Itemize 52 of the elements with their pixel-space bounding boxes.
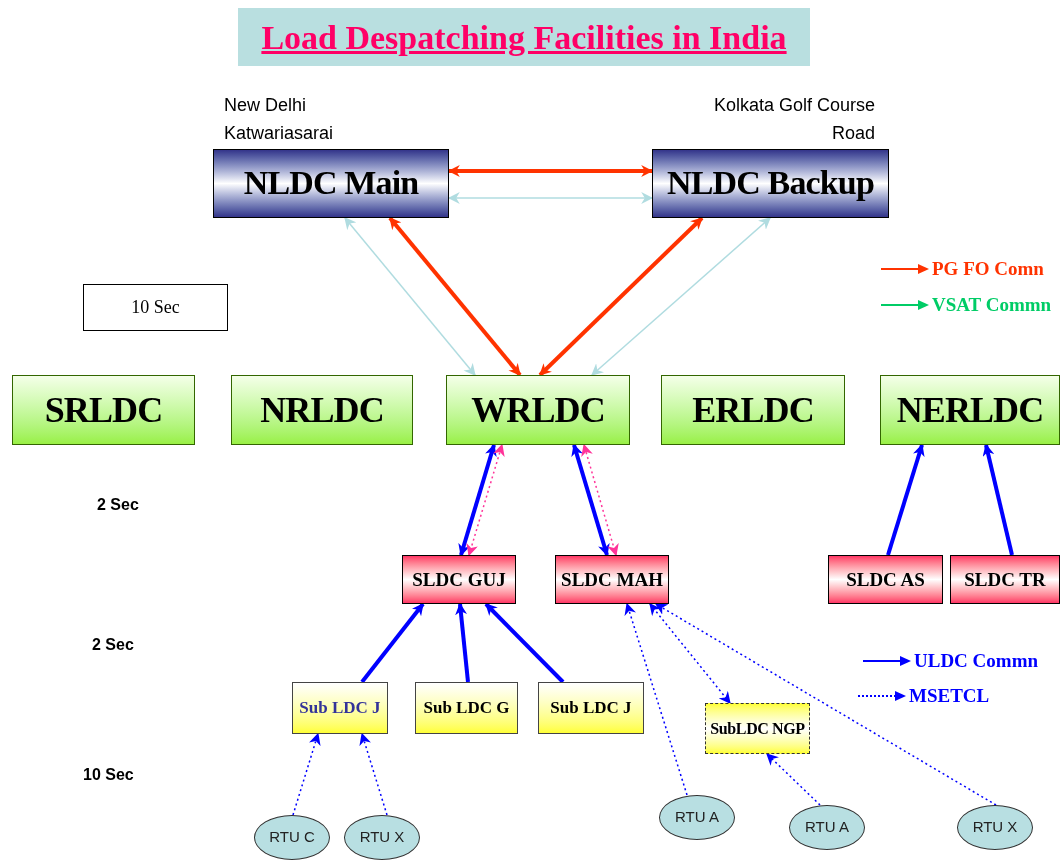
arrow xyxy=(982,443,1014,556)
arrow xyxy=(886,443,925,556)
control-centre-box: NLDC Main xyxy=(213,149,449,218)
rtu-ellipse: RTU A xyxy=(789,805,865,850)
rtu-ellipse: RTU X xyxy=(344,815,420,860)
arrow xyxy=(344,217,476,376)
location-text: Kolkata Golf Course Road xyxy=(712,94,875,145)
arrow xyxy=(591,217,771,376)
title-banner: Load Despatching Facilities in India xyxy=(238,8,810,66)
arrow xyxy=(766,753,821,806)
state-centre-box: SLDC GUJ xyxy=(402,555,516,604)
arrow xyxy=(484,602,565,684)
sub-centre-box: SubLDC NGP xyxy=(705,703,810,754)
rtu-ellipse: RTU X xyxy=(957,805,1033,850)
state-centre-box: SLDC MAH xyxy=(555,555,669,604)
legend-text: VSAT Commn xyxy=(932,293,1052,317)
sub-centre-box: Sub LDC J xyxy=(538,682,644,734)
legend-text: ULDC Commn xyxy=(914,649,1039,673)
location-text: New Delhi Katwariasarai xyxy=(224,94,335,145)
arrow xyxy=(538,216,704,377)
arrow xyxy=(388,216,522,377)
sub-centre-box: Sub LDC G xyxy=(415,682,518,734)
control-centre-box: NLDC Backup xyxy=(652,149,889,218)
refresh-time-label: 10 Sec xyxy=(83,765,134,785)
regional-centre-box: NRLDC xyxy=(231,375,413,445)
arrow xyxy=(466,443,505,557)
state-centre-box: SLDC TR xyxy=(950,555,1060,604)
regional-centre-box: WRLDC xyxy=(446,375,630,445)
regional-centre-box: SRLDC xyxy=(12,375,195,445)
arrow xyxy=(359,732,388,816)
note-box: 10 Sec xyxy=(83,284,228,331)
sub-centre-box: Sub LDC J xyxy=(292,682,388,734)
arrow xyxy=(624,602,688,796)
arrow xyxy=(654,603,997,806)
rtu-ellipse: RTU C xyxy=(254,815,330,860)
arrow xyxy=(455,602,470,683)
arrow xyxy=(571,443,610,557)
arrow xyxy=(649,603,731,704)
regional-centre-box: NERLDC xyxy=(880,375,1060,445)
legend-text: MSETCL xyxy=(909,684,990,708)
regional-centre-box: ERLDC xyxy=(661,375,845,445)
arrow xyxy=(292,732,321,816)
arrow xyxy=(447,192,654,204)
rtu-ellipse: RTU A xyxy=(659,795,735,840)
state-centre-box: SLDC AS xyxy=(828,555,943,604)
arrow xyxy=(458,443,497,557)
legend-text: PG FO Comn xyxy=(932,257,1044,281)
arrow xyxy=(581,443,619,557)
arrow xyxy=(360,602,425,684)
refresh-time-label: 2 Sec xyxy=(97,495,139,515)
refresh-time-label: 2 Sec xyxy=(92,635,134,655)
arrow xyxy=(447,165,654,177)
